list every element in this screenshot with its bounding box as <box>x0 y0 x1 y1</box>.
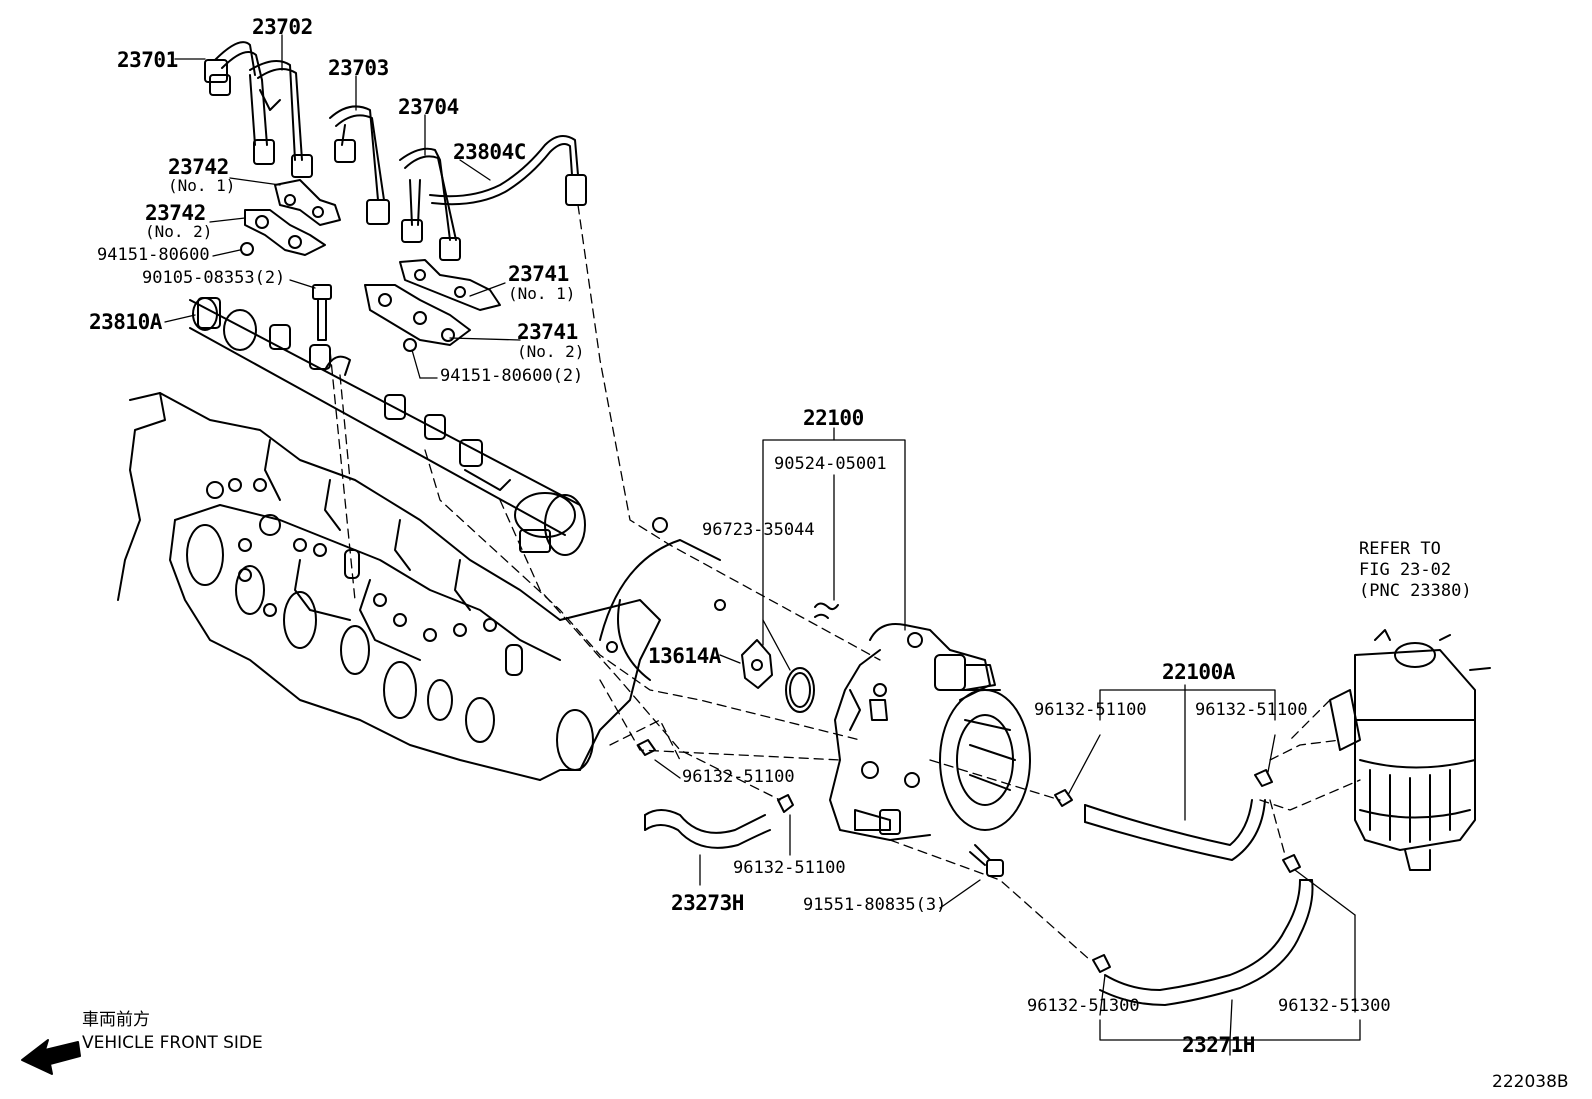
injection-pipes <box>204 41 587 261</box>
figure-id: 222038B <box>1492 1072 1569 1092</box>
part-94151-80600-2-label[interactable]: 94151-80600(2) <box>440 366 584 386</box>
part-23703-label[interactable]: 23703 <box>328 56 389 80</box>
part-23741-no2-sub: (No. 2) <box>517 342 585 361</box>
part-96132-51100-left-label[interactable]: 96132-51100 <box>1034 700 1147 720</box>
part-96132-51300-left-label[interactable]: 96132-51300 <box>1027 996 1140 1016</box>
part-96723-35044-label[interactable]: 96723-35044 <box>702 520 815 540</box>
part-90105-08353-label[interactable]: 90105-08353(2) <box>142 268 286 288</box>
part-96132-51100-pump-label[interactable]: 96132-51100 <box>733 858 846 878</box>
common-rail <box>189 297 586 556</box>
part-23742-no1-label[interactable]: 23742 <box>168 155 229 179</box>
front-side-label-en: VEHICLE FRONT SIDE <box>82 1033 263 1053</box>
part-23273h-label[interactable]: 23273H <box>671 891 744 915</box>
part-94151-80600-label[interactable]: 94151-80600 <box>97 245 210 265</box>
part-23810a-label[interactable]: 23810A <box>89 310 162 334</box>
part-23741-no1-label[interactable]: 23741 <box>508 262 569 286</box>
part-22100a-label[interactable]: 22100A <box>1162 660 1235 684</box>
part-96132-51100-hose-label[interactable]: 96132-51100 <box>682 767 795 787</box>
pipe-clamps <box>240 179 501 352</box>
part-23742-no2-label[interactable]: 23742 <box>145 201 206 225</box>
part-23271h-label[interactable]: 23271H <box>1182 1033 1255 1057</box>
supply-pump <box>741 602 1031 877</box>
part-90524-05001-label[interactable]: 90524-05001 <box>774 454 887 474</box>
part-23742-no1-sub: (No. 1) <box>168 176 236 195</box>
part-91551-80835-label[interactable]: 91551-80835(3) <box>803 895 947 915</box>
part-23741-no2-label[interactable]: 23741 <box>517 320 578 344</box>
front-arrow-icon <box>21 1039 81 1075</box>
refer-note-line3: (PNC 23380) <box>1359 581 1472 601</box>
part-23701-label[interactable]: 23701 <box>117 48 178 72</box>
part-22100-label[interactable]: 22100 <box>803 406 864 430</box>
part-23804c-label[interactable]: 23804C <box>453 140 526 164</box>
dashed-lines <box>329 204 1361 961</box>
refer-note-line2: FIG 23-02 <box>1359 560 1452 580</box>
engine-block <box>117 392 726 781</box>
fuel-hoses <box>637 739 1314 1006</box>
part-96132-51300-right-label[interactable]: 96132-51300 <box>1278 996 1391 1016</box>
part-96132-51100-right-label[interactable]: 96132-51100 <box>1195 700 1308 720</box>
part-23704-label[interactable]: 23704 <box>398 95 459 119</box>
front-side-label-cn: 車両前方 <box>82 1010 150 1030</box>
leader-lines <box>164 34 1361 1056</box>
part-23742-no2-sub: (No. 2) <box>145 222 213 241</box>
fuel-filter <box>1329 629 1491 871</box>
part-13614a-label[interactable]: 13614A <box>648 644 721 668</box>
part-23741-no1-sub: (No. 1) <box>508 284 576 303</box>
part-23702-label[interactable]: 23702 <box>252 15 313 39</box>
refer-note-line1: REFER TO <box>1359 539 1441 559</box>
